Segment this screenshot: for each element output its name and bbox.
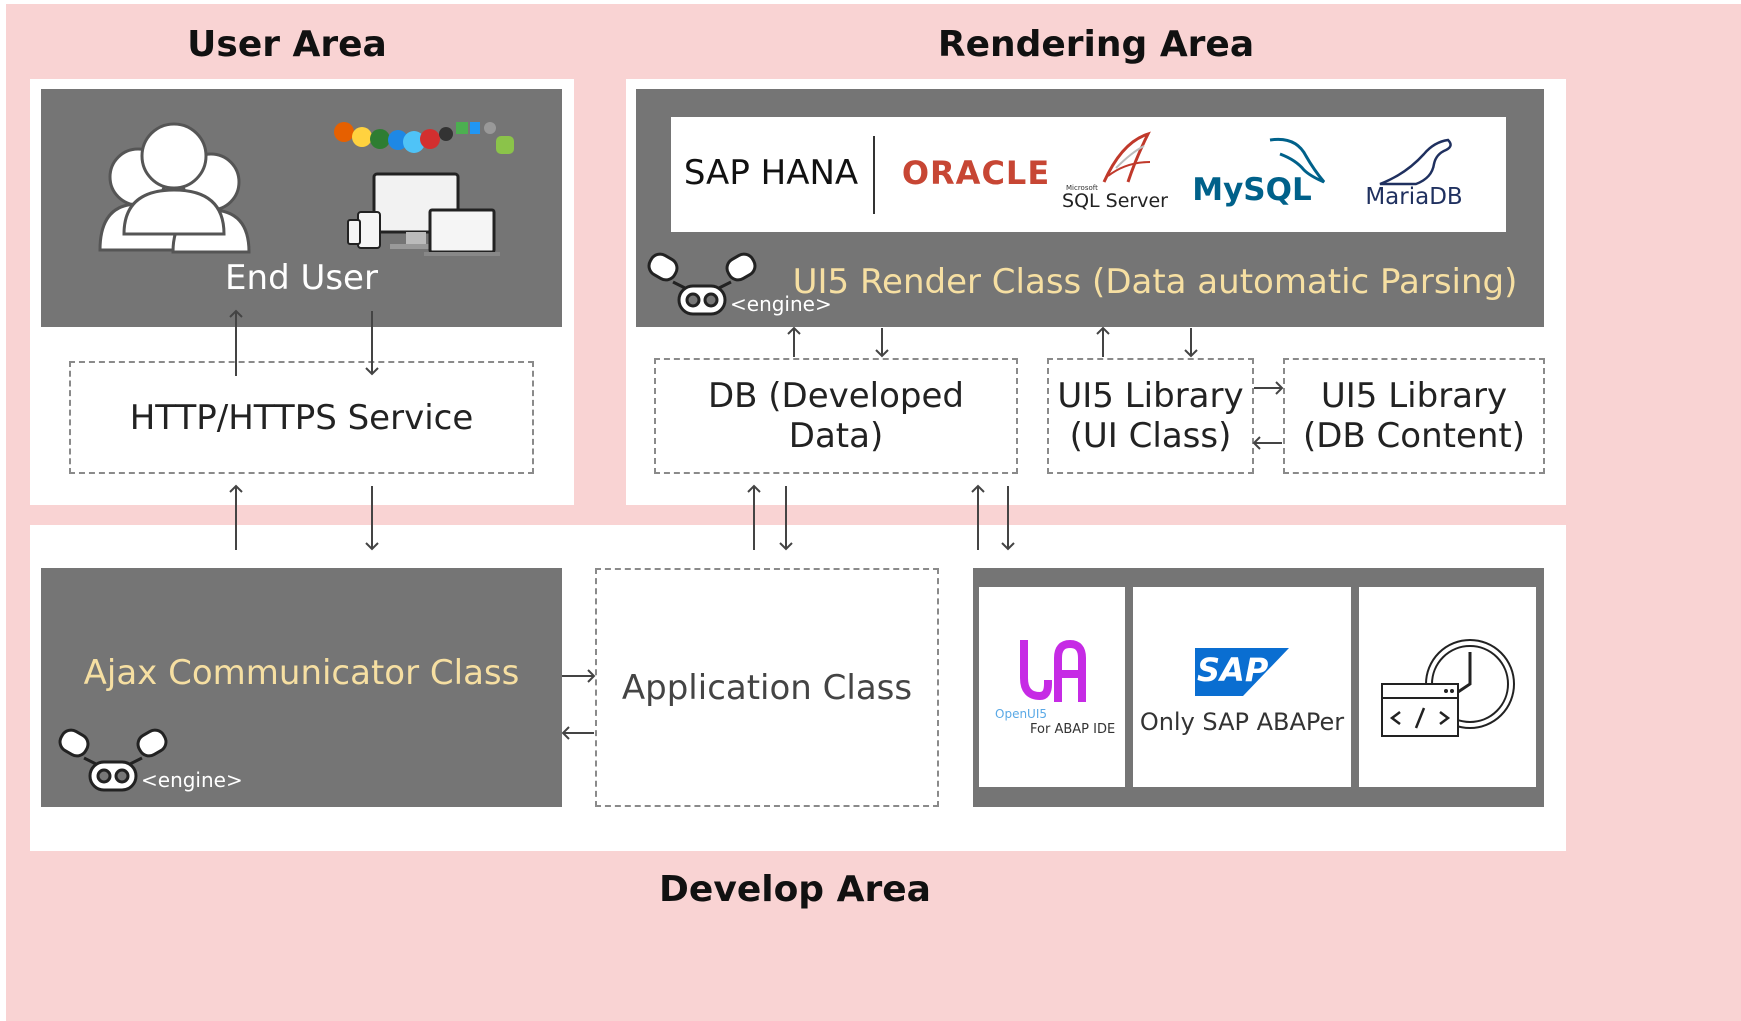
code-clock-icon xyxy=(1381,639,1515,737)
openui5-subtitle: For ABAP IDE xyxy=(1030,722,1116,737)
ui5-library-db-content-box: UI5 Library (DB Content) xyxy=(1283,358,1545,474)
ui5-library-ui-class-line1: UI5 Library xyxy=(1057,376,1244,416)
user-area-title: User Area xyxy=(187,24,387,65)
ajax-engine-tag: <engine> xyxy=(141,768,243,792)
engine-icon xyxy=(647,252,757,316)
sql-server-logo: SQL Server xyxy=(1062,190,1168,212)
develop-area-title: Develop Area xyxy=(659,869,931,910)
db-developed-data-box: DB (Developed Data) xyxy=(654,358,1018,474)
engine-icon xyxy=(58,728,168,792)
mysql-dolphin-icon xyxy=(1269,137,1326,184)
http-service-box: HTTP/HTTPS Service xyxy=(69,361,534,474)
openui5-card xyxy=(979,587,1125,787)
sap-caption: Only SAP ABAPer xyxy=(1139,708,1345,736)
application-class-box: Application Class xyxy=(595,568,939,807)
render-engine-tag: <engine> xyxy=(730,292,832,316)
db-logos-strip xyxy=(671,117,1506,232)
openui5-logo-icon xyxy=(1020,639,1086,702)
application-class-label: Application Class xyxy=(621,667,913,708)
mariadb-logo: MariaDB xyxy=(1365,184,1463,210)
mysql-logo: MySQL xyxy=(1192,172,1312,208)
oracle-logo: ORACLE xyxy=(901,154,1051,192)
http-service-label: HTTP/HTTPS Service xyxy=(129,397,474,438)
ui5-library-ui-class-box: UI5 Library (UI Class) xyxy=(1047,358,1254,474)
logo-divider xyxy=(873,136,875,214)
sql-server-icon xyxy=(1102,131,1151,183)
microsoft-label: Microsoft xyxy=(1066,184,1098,192)
render-class-label: UI5 Render Class (Data automatic Parsing… xyxy=(792,262,1518,302)
users-group-icon xyxy=(98,122,251,254)
browsers-devices-icon xyxy=(334,122,514,256)
ui5-library-ui-class-line2: (UI Class) xyxy=(1069,416,1232,456)
mariadb-seal-icon xyxy=(1379,138,1452,186)
sap-hana-logo: SAP HANA xyxy=(683,153,859,193)
ui5-library-db-content-line1: UI5 Library xyxy=(1320,376,1508,416)
sap-logo-text: SAP xyxy=(1197,651,1269,689)
ajax-communicator-label: Ajax Communicator Class xyxy=(83,653,520,693)
end-user-label: End User xyxy=(225,258,378,298)
db-developed-data-label: DB (Developed Data) xyxy=(707,376,965,456)
rendering-area-title: Rendering Area xyxy=(937,24,1255,65)
sap-logo-icon xyxy=(1195,648,1289,696)
ui5-library-db-content-line2: (DB Content) xyxy=(1302,416,1526,456)
openui5-label: OpenUI5 xyxy=(995,707,1048,721)
